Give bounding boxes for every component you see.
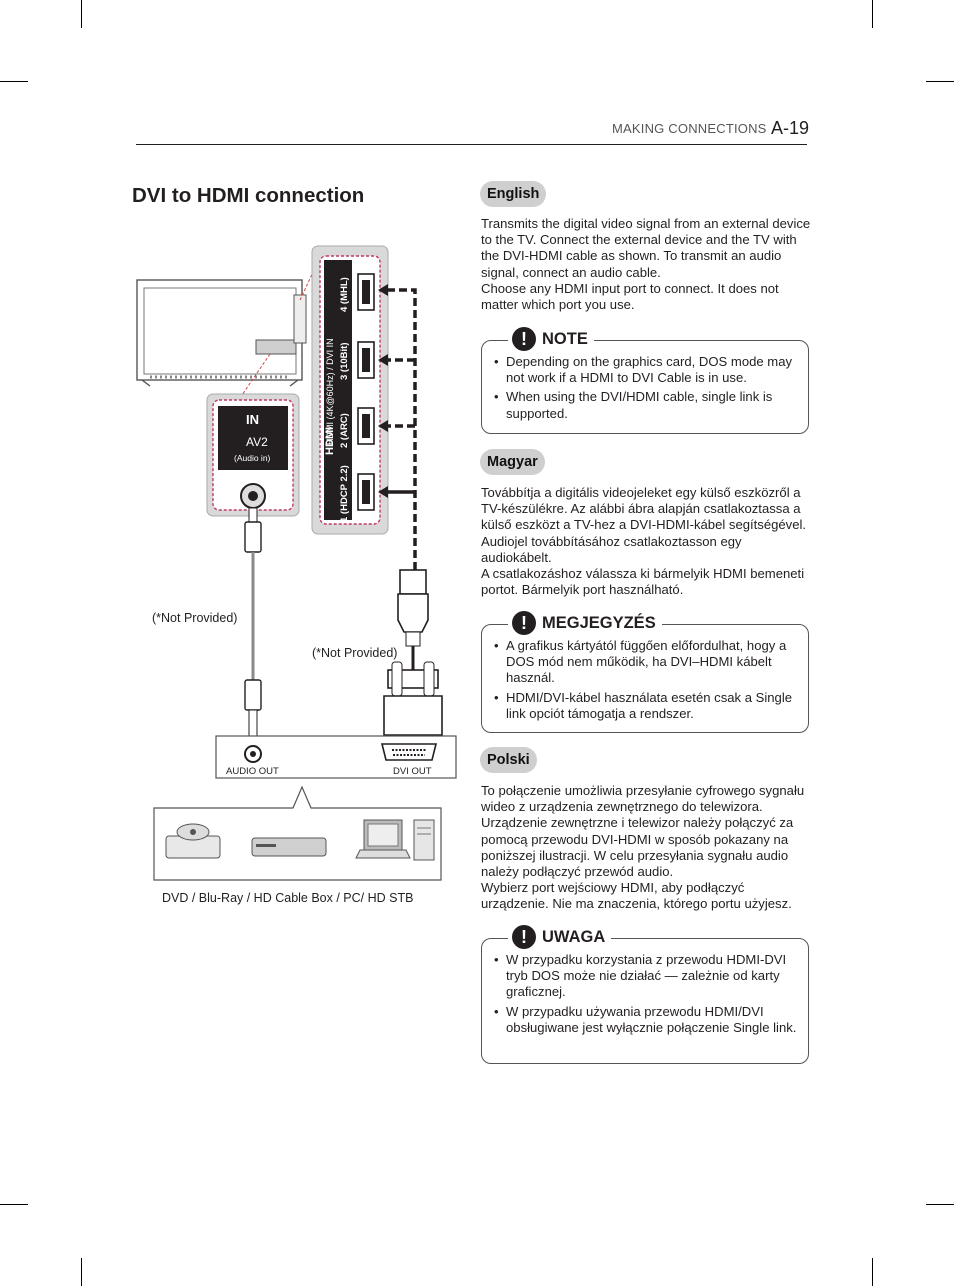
note-title: MEGJEGYZÉS: [542, 613, 656, 632]
english-paragraph-2: Choose any HDMI input port to connect. I…: [481, 280, 779, 313]
header-rule: [136, 144, 807, 145]
crop-mark: [872, 0, 873, 28]
language-label-magyar: Magyar: [480, 449, 545, 475]
language-label-english: English: [480, 181, 547, 207]
english-body: Transmits the digital video signal from …: [481, 216, 811, 313]
note-header: ! MEGJEGYZÉS: [508, 611, 662, 635]
connection-diagram: HDMI (4K@60Hz) / DVI IN HDMI 4 (MHL) 3 (…: [136, 245, 457, 905]
devices-caption: DVD / Blu-Ray / HD Cable Box / PC/ HD ST…: [162, 891, 413, 905]
not-provided-audio-label: (*Not Provided): [152, 611, 237, 625]
crop-mark: [0, 1204, 28, 1205]
port-4-label: 4 (MHL): [339, 277, 350, 312]
crop-mark: [0, 81, 28, 82]
not-provided-dvi-label: (*Not Provided): [312, 646, 397, 660]
port-3-label: 3 (10Bit): [339, 343, 350, 380]
polski-body: To połączenie umożliwia przesyłanie cyfr…: [481, 783, 811, 913]
hdmi-panel-label: HDMI (4K@60Hz) / DVI IN: [325, 338, 335, 445]
dvi-out-label: DVI OUT: [393, 766, 432, 777]
note-item: W przypadku korzystania z przewodu HDMI-…: [494, 952, 798, 1001]
page-number: A-19: [771, 118, 810, 138]
audio-cable: [244, 507, 262, 737]
polski-note-box: ! UWAGA W przypadku korzystania z przewo…: [481, 925, 809, 1064]
port-1-label: 1 (HDCP 2.2): [339, 465, 350, 522]
tv-illustration: [136, 269, 315, 399]
av2-label: AV2: [246, 435, 268, 449]
polski-paragraph-2: Wybierz port wejściowy HDMI, aby podłącz…: [481, 880, 792, 912]
note-item: HDMI/DVI-kábel használata esetén csak a …: [494, 690, 798, 722]
exclamation-icon: !: [512, 925, 536, 949]
note-title: UWAGA: [542, 927, 606, 946]
note-title: NOTE: [542, 329, 588, 348]
running-header-section: MAKING CONNECTIONS: [612, 121, 767, 136]
magyar-note-box: ! MEGJEGYZÉS A grafikus kártyától függőe…: [481, 611, 809, 733]
language-label-polski: Polski: [480, 747, 537, 773]
magyar-paragraph-1: Továbbítja a digitális videojeleket egy …: [481, 485, 807, 565]
note-list: A grafikus kártyától függően előfordulha…: [494, 638, 798, 725]
port-2-label: 2 (ARC): [339, 413, 350, 448]
crop-mark: [926, 81, 954, 82]
exclamation-icon: !: [512, 327, 536, 351]
source-device-panel: AUDIO OUT DVI OUT: [215, 735, 457, 779]
note-list: Depending on the graphics card, DOS mode…: [494, 354, 798, 425]
in-label: IN: [246, 412, 259, 427]
audio-out-label: AUDIO OUT: [226, 766, 279, 777]
magyar-body: Továbbítja a digitális videojeleket egy …: [481, 485, 811, 598]
crop-mark: [872, 1258, 873, 1286]
note-item: Depending on the graphics card, DOS mode…: [494, 354, 798, 386]
av2-input-panel: IN AV2 (Audio in): [206, 393, 300, 517]
page-title: DVI to HDMI connection: [132, 184, 365, 207]
crop-mark: [81, 1258, 82, 1286]
magyar-paragraph-2: A csatlakozáshoz válassza ki bármelyik H…: [481, 566, 805, 598]
note-list: W przypadku korzystania z przewodu HDMI-…: [494, 952, 798, 1039]
note-item: When using the DVI/HDMI cable, single li…: [494, 389, 798, 421]
polski-paragraph-1: To połączenie umożliwia przesyłanie cyfr…: [481, 783, 805, 880]
hdmi-port-panel: HDMI (4K@60Hz) / DVI IN HDMI 4 (MHL) 3 (…: [311, 245, 389, 535]
english-note-box: ! NOTE Depending on the graphics card, D…: [481, 327, 809, 434]
hdmi-logo-text: HDMI: [324, 427, 336, 455]
audio-in-label: (Audio in): [234, 453, 271, 463]
note-header: ! NOTE: [508, 327, 594, 351]
crop-mark: [81, 0, 82, 28]
english-paragraph-1: Transmits the digital video signal from …: [481, 216, 811, 280]
devices-box: [153, 785, 442, 881]
exclamation-icon: !: [512, 611, 536, 635]
note-item: A grafikus kártyától függően előfordulha…: [494, 638, 798, 687]
dvi-hdmi-cable: [383, 569, 443, 736]
port-arrows: [378, 284, 417, 570]
crop-mark: [926, 1204, 954, 1205]
note-header: ! UWAGA: [508, 925, 612, 949]
note-item: W przypadku używania przewodu HDMI/DVI o…: [494, 1004, 798, 1036]
